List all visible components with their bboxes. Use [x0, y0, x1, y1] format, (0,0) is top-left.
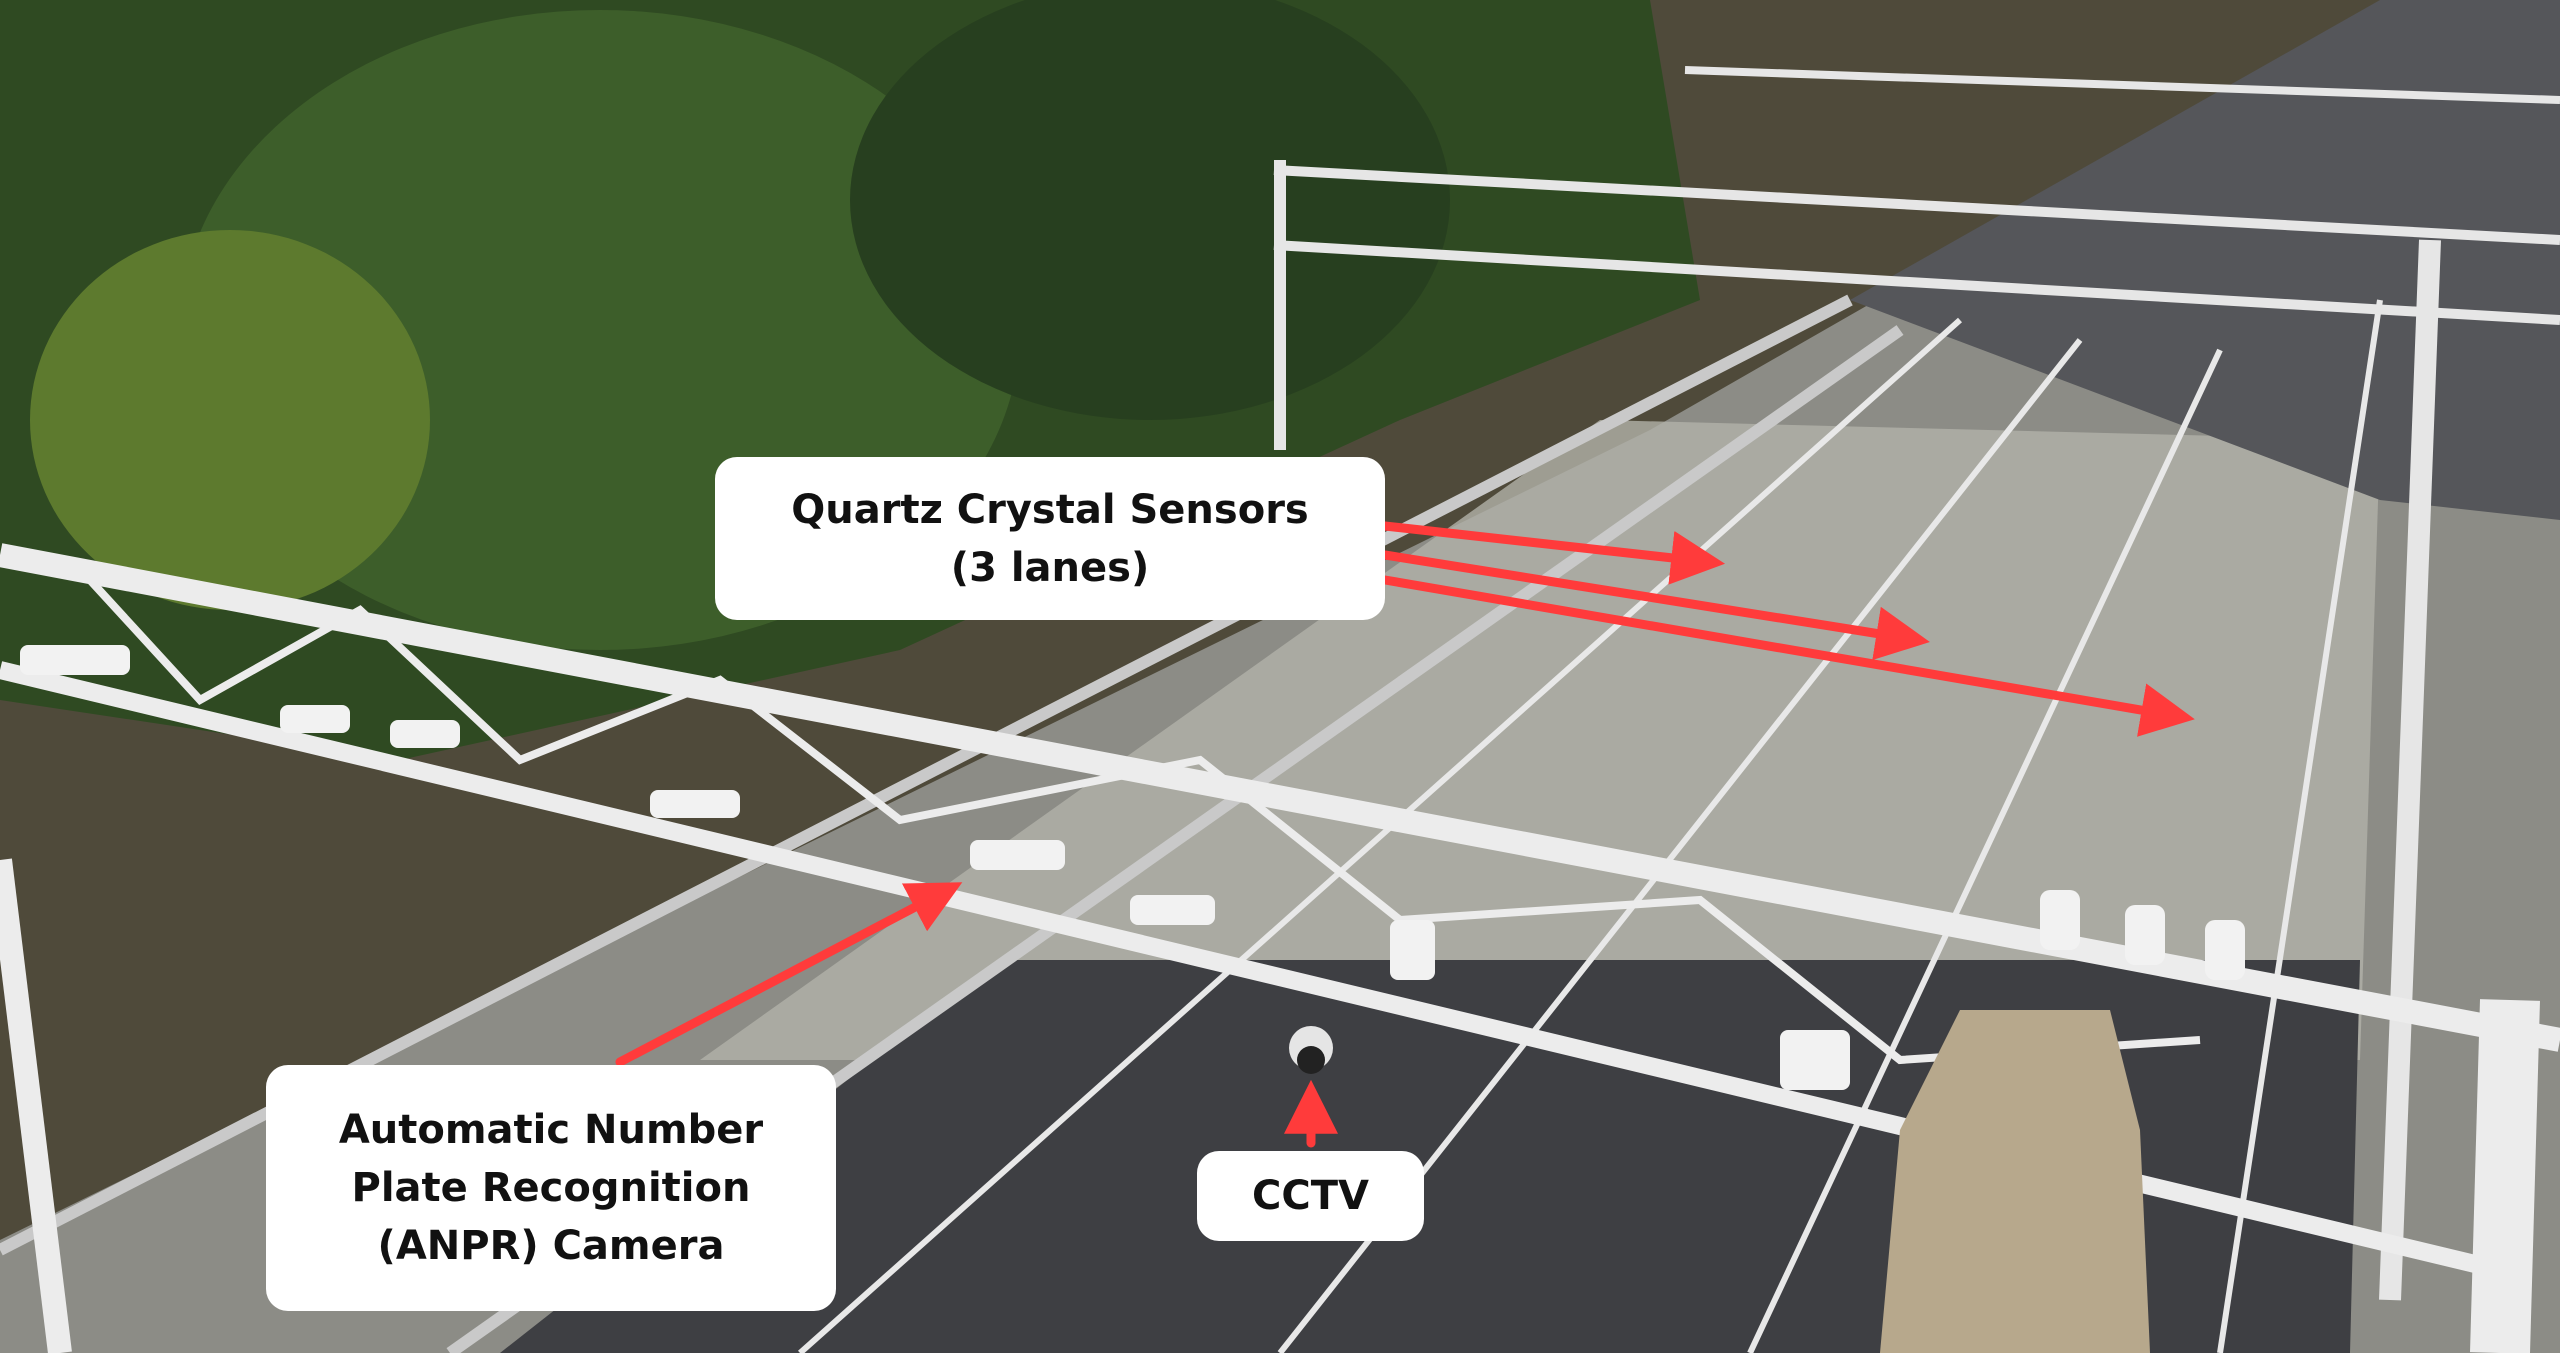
anpr-label-line1: Automatic Number — [338, 1107, 764, 1153]
tree — [30, 230, 430, 610]
car — [1880, 1010, 2150, 1353]
arrow-anpr — [615, 882, 963, 1067]
anpr-label-line3: (ANPR) Camera — [377, 1223, 725, 1269]
anpr-camera-label: Automatic Number Plate Recognition (ANPR… — [266, 1065, 836, 1311]
quartz-label-line1: Quartz Crystal Sensors — [791, 486, 1309, 533]
cctv-label: CCTV — [1197, 1151, 1424, 1241]
arrow-lane-1 — [1380, 521, 1726, 585]
quartz-label-line2: (3 lanes) — [950, 544, 1150, 591]
arrow-lane-2 — [1380, 550, 1930, 661]
camera-cluster — [20, 645, 2245, 1090]
arrow-lane-3 — [1380, 575, 2195, 737]
far-gantry — [1273, 66, 2560, 1301]
road-far — [1850, 0, 2560, 520]
anpr-label-line2: Plate Recognition — [351, 1165, 751, 1211]
cctv-label-text: CCTV — [1252, 1173, 1369, 1219]
tree — [850, 0, 1450, 420]
annotation-arrows — [615, 521, 2195, 1148]
cctv-lens — [1297, 1046, 1325, 1074]
quartz-sensors-label: Quartz Crystal Sensors (3 lanes) — [715, 457, 1385, 620]
